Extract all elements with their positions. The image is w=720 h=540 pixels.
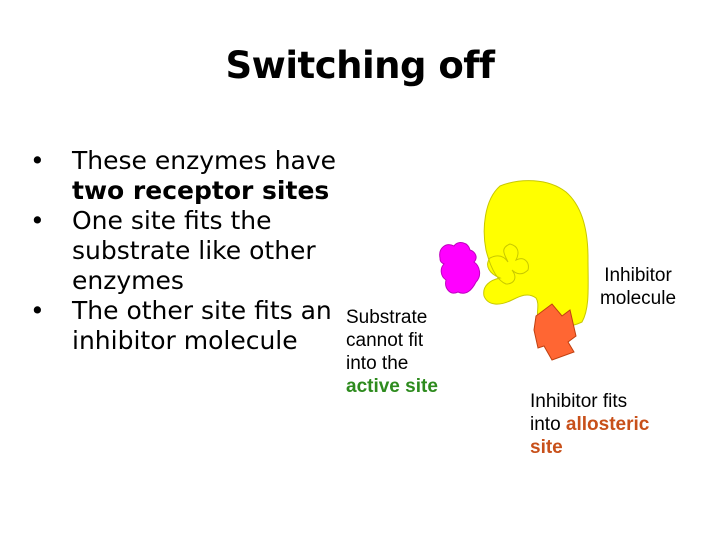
bullet-item-substrate-site: • One site fits the substrate like other…: [30, 206, 360, 296]
substrate-caption: Substrate cannot fit into the active sit…: [346, 306, 438, 398]
allosteric-label: allosteric: [565, 414, 650, 435]
inhibitor-label-line: molecule: [599, 288, 677, 309]
bullet-text: These enzymes have: [72, 146, 337, 175]
allosteric-site-label: site: [530, 437, 563, 458]
bullet-item-two-sites: • These enzymes have two receptor sites: [30, 146, 360, 206]
bullet-bold-text: two receptor sites: [72, 176, 330, 205]
substrate-caption-line: cannot fit: [346, 330, 424, 351]
bullet-text: The other site fits an inhibitor molecul…: [72, 296, 332, 355]
inhibitor-caption-line: Inhibitor fits: [530, 391, 628, 412]
inhibitor-shape: [533, 303, 577, 361]
slide-title: Switching off: [225, 44, 495, 87]
inhibitor-caption: Inhibitor fits into allosteric site: [530, 390, 649, 459]
bullet-glyph: •: [30, 146, 45, 175]
inhibitor-molecule-label: Inhibitor molecule: [588, 264, 688, 310]
inhibitor-label-line: Inhibitor: [604, 265, 672, 286]
enzyme-shape: [483, 180, 589, 328]
bullet-glyph: •: [30, 206, 45, 235]
inhibitor-caption-line: into allosteric: [530, 413, 649, 436]
bullet-text: One site fits the substrate like other e…: [72, 206, 316, 295]
bullet-list: • These enzymes have two receptor sites …: [30, 146, 360, 356]
bullet-item-inhibitor-site: • The other site fits an inhibitor molec…: [30, 296, 360, 356]
bullet-glyph: •: [30, 296, 45, 325]
substrate-caption-line: Substrate: [346, 307, 428, 328]
substrate-shape: [439, 242, 481, 294]
substrate-caption-line: into the: [346, 353, 409, 374]
active-site-label: active site: [346, 376, 438, 397]
inhibitor-caption-text: into: [530, 414, 566, 435]
